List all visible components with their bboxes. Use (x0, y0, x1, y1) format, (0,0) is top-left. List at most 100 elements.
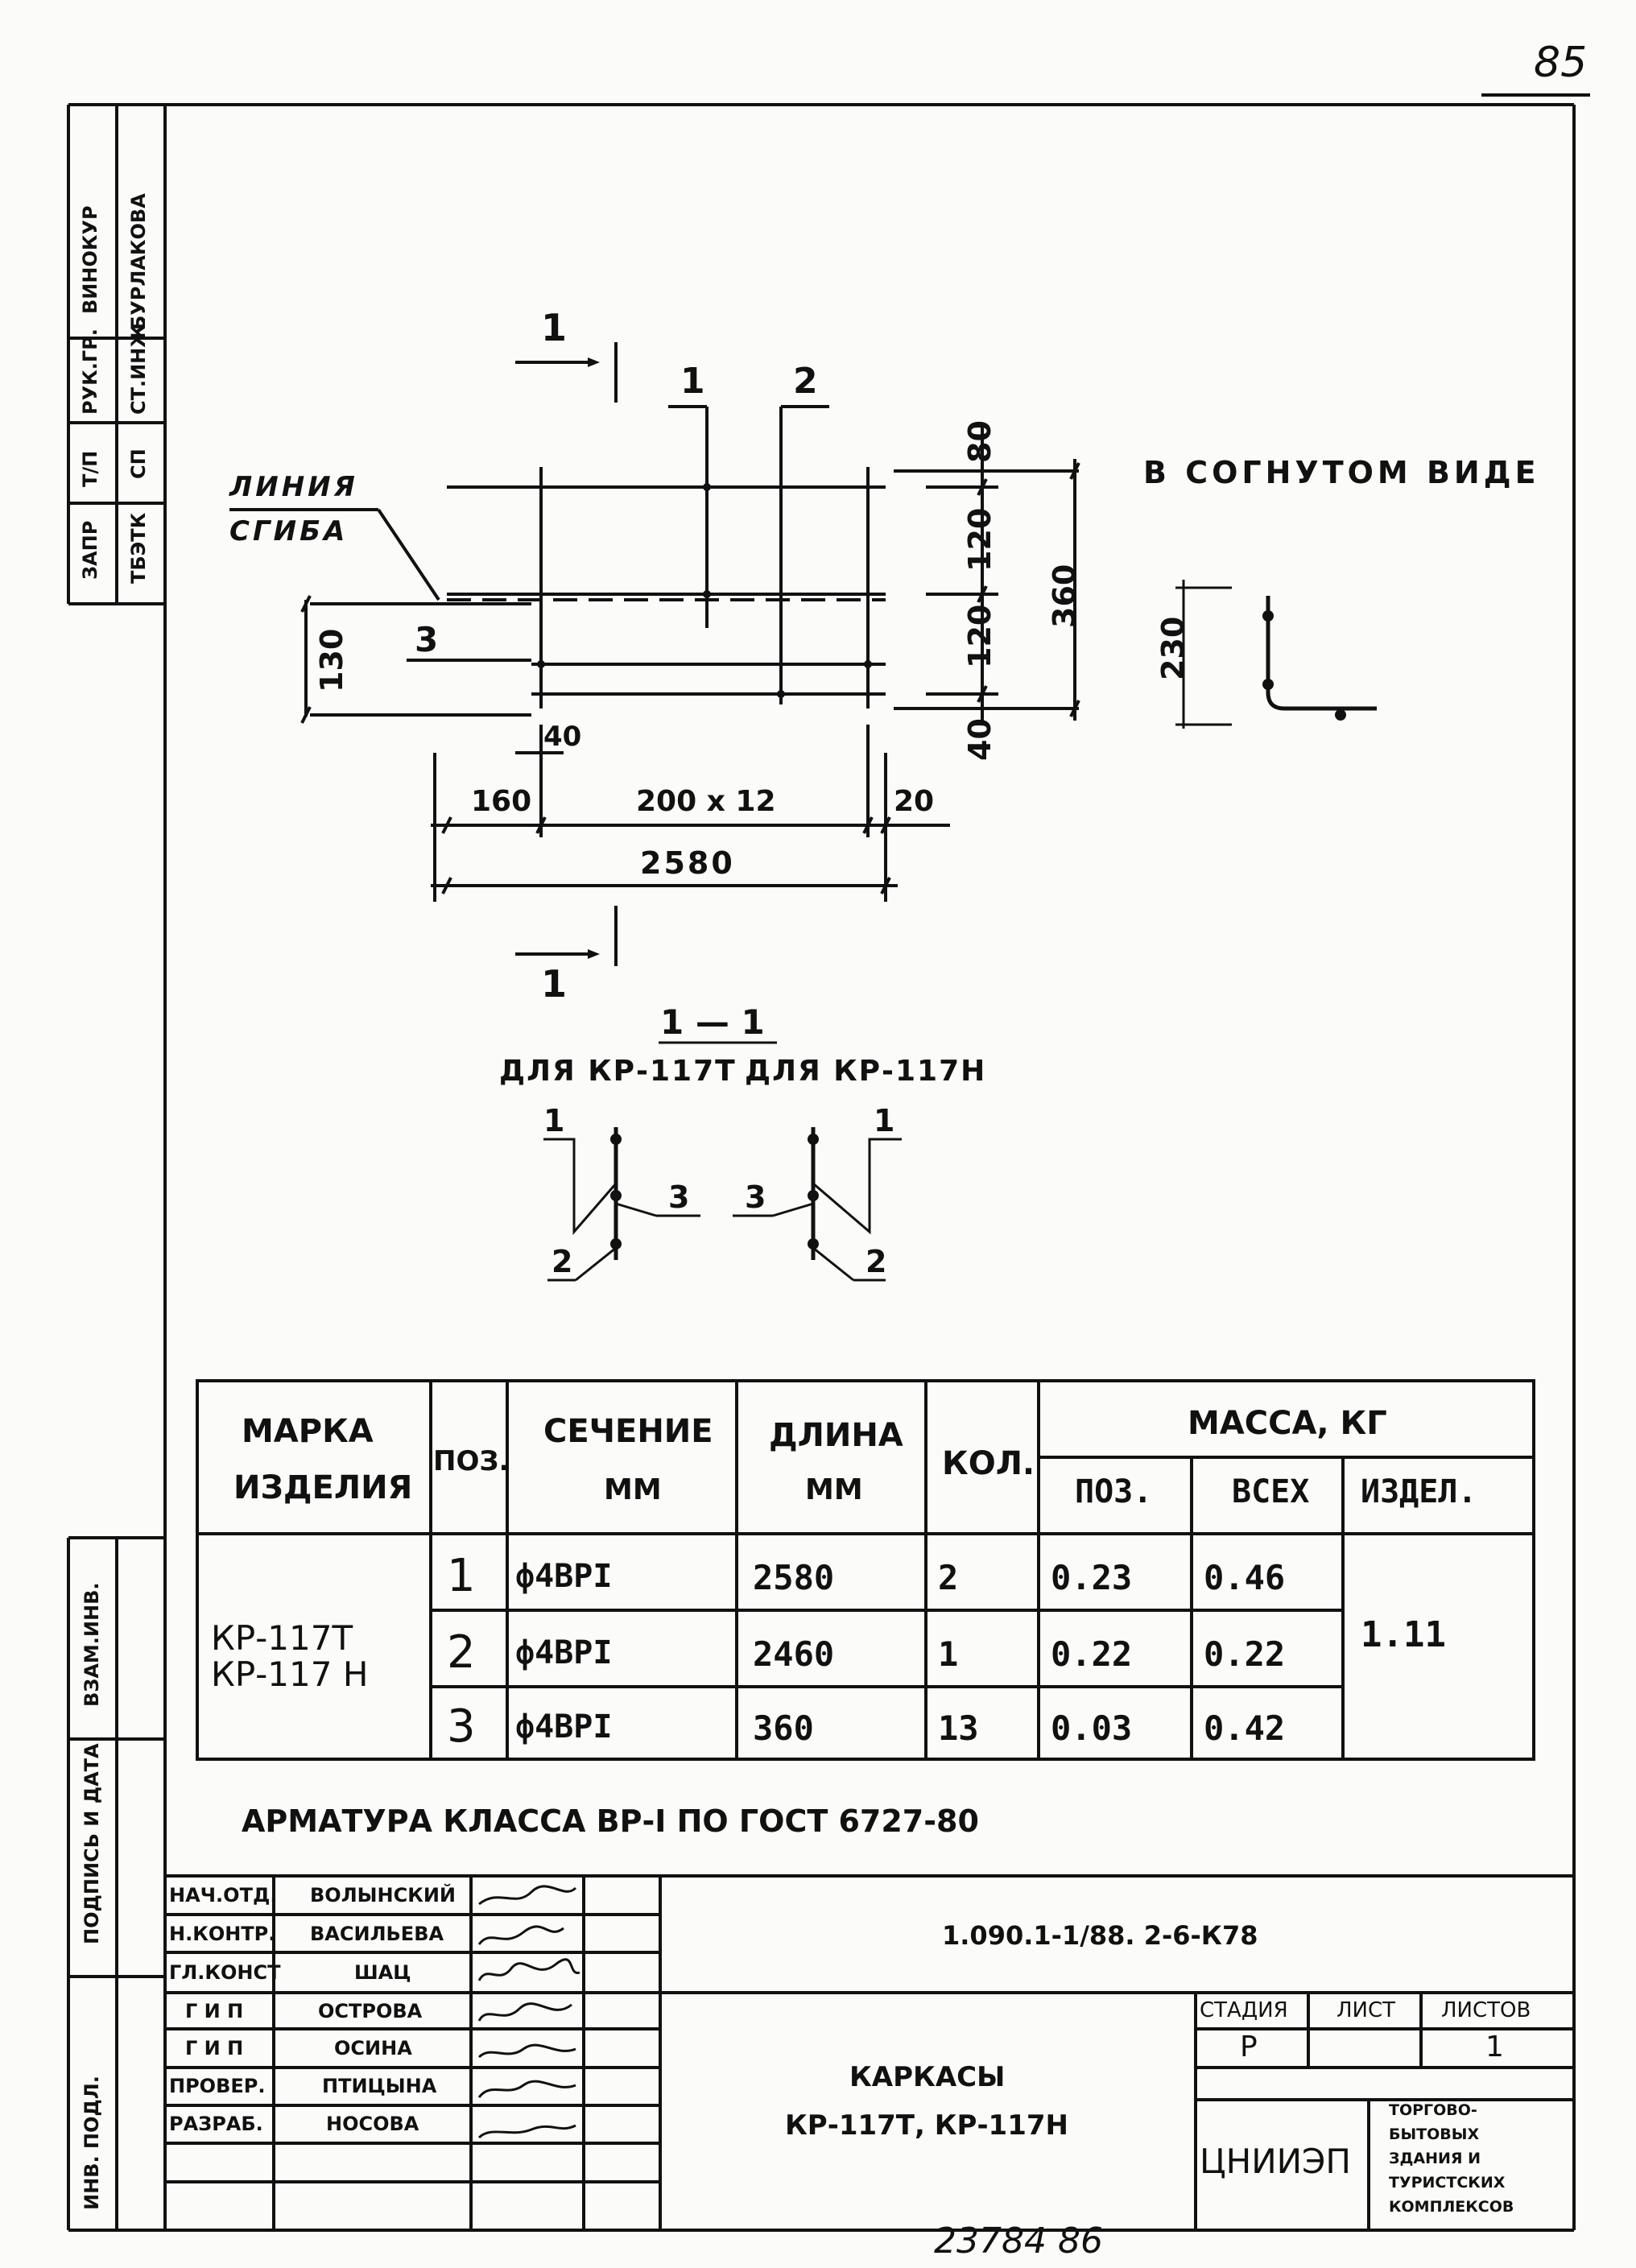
cell-mass-pos-2: 0.22 (1051, 1634, 1133, 1674)
cell-length-2: 2460 (753, 1634, 835, 1674)
section-right-pos2: 2 (866, 1244, 887, 1279)
tb-stage: Р (1240, 2030, 1258, 2064)
th-mass: МАССА, КГ (1188, 1405, 1387, 1442)
stamp-tp: Т/П (79, 450, 101, 487)
tb-doc-code: 1.090.1-1/88. 2-6-К78 (942, 1920, 1258, 1951)
cell-mass-all-1: 0.46 (1204, 1558, 1286, 1597)
section-mark-top: 1 (541, 306, 568, 349)
section-for-t: ДЛЯ КР-117Т (499, 1055, 737, 1088)
cell-length-1: 2580 (753, 1558, 835, 1597)
stamp-tbetk: ТБЭТК (127, 512, 150, 584)
tb-org-desc-4: ТУРИСТСКИХ (1389, 2174, 1506, 2192)
cell-mass-pos-1: 0.23 (1051, 1558, 1133, 1597)
cell-section-1: ф4ВРI (515, 1558, 613, 1595)
th-mass-item: ИЗДЕЛ. (1361, 1473, 1477, 1510)
bend-line-label-1: ЛИНИЯ (229, 471, 358, 503)
signature-1 (478, 1885, 577, 1906)
tb-org-desc-1: ТОРГОВО- (1389, 2101, 1477, 2119)
section-mark-bottom: 1 (541, 962, 568, 1006)
cell-qty-2: 1 (938, 1634, 959, 1674)
tb-name-6: ПТИЦЫНА (322, 2075, 437, 2097)
bottom-number: 23784 86 (934, 2220, 1103, 2262)
tb-role-1: НАЧ.ОТД. (169, 1884, 278, 1907)
cell-mass-pos-3: 0.03 (1051, 1708, 1133, 1748)
th-mark-1: МАРКА (242, 1413, 374, 1450)
cell-qty-3: 13 (938, 1708, 979, 1748)
tb-stage-label: СТАДИЯ (1200, 1998, 1288, 2022)
section-right-pos1: 1 (874, 1103, 895, 1138)
section-left-pos1: 1 (543, 1103, 565, 1138)
tb-role-3: ГЛ.КОНСТ (169, 1961, 281, 1984)
stamp-ruk-gr: РУК.ГР. (79, 328, 101, 415)
cell-pos-1: 1 (447, 1550, 476, 1602)
dim-2580: 2580 (640, 845, 735, 881)
position-3-label: 3 (415, 620, 439, 659)
stamp-st-inzh: СТ.ИНЖ. (127, 316, 150, 415)
cell-mass-item: 1.11 (1361, 1614, 1446, 1655)
section-title: 1 — 1 (660, 1002, 765, 1042)
page-number: 85 (1534, 39, 1588, 87)
th-mass-all: ВСЕХ (1232, 1473, 1310, 1510)
cell-section-2: ф4ВРI (515, 1634, 613, 1671)
th-mass-pos: ПОЗ. (1075, 1473, 1153, 1510)
th-section-1: СЕЧЕНИЕ (543, 1413, 713, 1450)
bend-line-label-2: СГИБА (229, 515, 349, 547)
dim-80: 80 (962, 420, 998, 463)
stamp-vzam-inv: ВЗАМ.ИНВ. (81, 1582, 103, 1708)
stamp-burlakova: БУРЛАКОВА (127, 193, 150, 330)
section-right-pos3: 3 (745, 1179, 766, 1215)
cell-mark-2: КР-117 Н (211, 1655, 369, 1694)
dim-130: 130 (314, 628, 349, 692)
cell-mark-1: КР-117Т (211, 1618, 353, 1658)
position-2-label: 2 (793, 361, 818, 402)
dim-20: 20 (894, 785, 935, 818)
tb-org-desc-5: КОМПЛЕКСОВ (1389, 2198, 1514, 2216)
tb-org-desc-2: БЫТОВЫХ (1389, 2125, 1480, 2143)
tb-sheet-label: ЛИСТ (1336, 1998, 1396, 2022)
dim-360: 360 (1047, 564, 1082, 628)
th-pos: ПОЗ. (433, 1445, 510, 1477)
tb-sheets-label: ЛИСТОВ (1441, 1998, 1531, 2022)
dim-120-upper: 120 (962, 507, 998, 572)
cell-length-3: 360 (753, 1708, 814, 1748)
section-for-h: ДЛЯ КР-117Н (745, 1055, 987, 1088)
th-length-2: ММ (805, 1473, 863, 1506)
dim-230: 230 (1155, 616, 1191, 680)
th-section-2: ММ (604, 1473, 662, 1506)
tb-name-1: ВОЛЫНСКИЙ (310, 1884, 456, 1907)
cell-qty-1: 2 (938, 1558, 959, 1597)
dim-40-horizontal: 40 (543, 721, 582, 753)
stamp-zapr: ЗАПР (79, 520, 101, 580)
stamp-inv-podl: ИНВ. ПОДЛ. (81, 2076, 103, 2210)
tb-role-2: Н.КОНТР. (169, 1923, 276, 1945)
dim-120-lower: 120 (962, 604, 998, 668)
tb-name-2: ВАСИЛЬЕВА (310, 1923, 444, 1945)
tb-title-1: КАРКАСЫ (849, 2061, 1006, 2093)
tb-title-2: КР-117Т, КР-117Н (785, 2109, 1068, 2142)
section-left-pos3: 3 (668, 1179, 690, 1215)
tb-name-5: ОСИНА (334, 2037, 412, 2059)
dim-160: 160 (471, 785, 532, 818)
stamp-podpis-data: ПОДПИСЬ И ДАТА (81, 1743, 103, 1944)
cell-mass-all-3: 0.42 (1204, 1708, 1286, 1748)
tb-sheets: 1 (1485, 2030, 1504, 2064)
section-left-pos2: 2 (552, 1244, 573, 1279)
stamp-vinokur: ВИНОКУР (79, 205, 101, 314)
tb-org-desc-3: ЗДАНИЯ И (1389, 2150, 1481, 2167)
tb-org: ЦНИИЭП (1200, 2142, 1351, 2181)
th-mark-2: ИЗДЕЛИЯ (233, 1469, 413, 1506)
th-qty: КОЛ. (942, 1445, 1035, 1482)
bent-view-title: В СОГНУТОМ ВИДЕ (1143, 455, 1540, 490)
cell-pos-3: 3 (447, 1700, 476, 1753)
tb-name-3: ШАЦ (354, 1961, 411, 1984)
tb-role-4: Г И П (185, 2000, 244, 2022)
cell-pos-2: 2 (447, 1626, 476, 1679)
position-1-label: 1 (680, 361, 705, 402)
th-length-1: ДЛИНА (769, 1417, 903, 1454)
tb-name-4: ОСТРОВА (318, 2000, 423, 2022)
tb-role-5: Г И П (185, 2037, 244, 2059)
reinforcement-note: АРМАТУРА КЛАССА ВР-I ПО ГОСТ 6727-80 (242, 1803, 979, 1839)
cell-mass-all-2: 0.22 (1204, 1634, 1286, 1674)
dim-200x12: 200 x 12 (636, 785, 776, 818)
